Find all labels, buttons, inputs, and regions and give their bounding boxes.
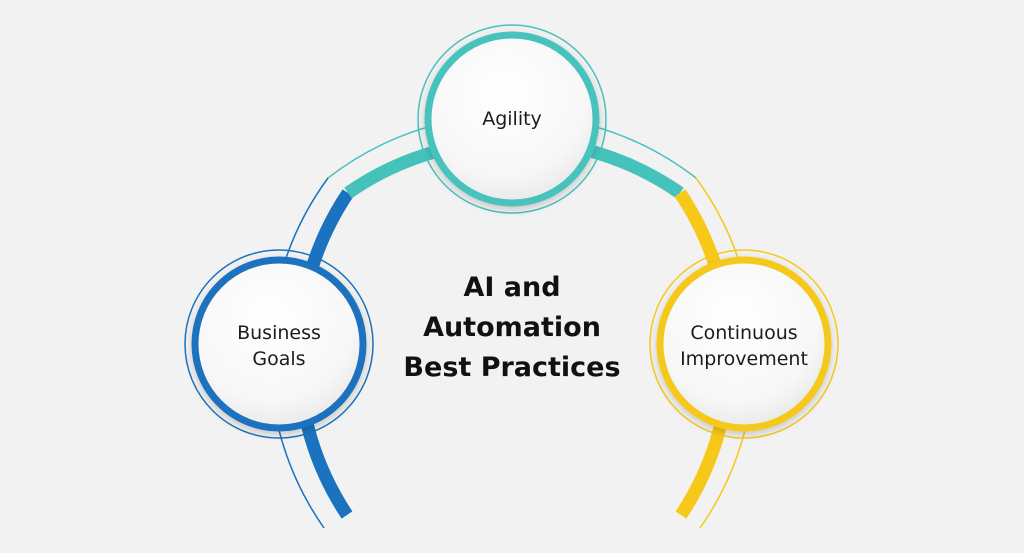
node-continuous-improvement-label-line-1: Continuous <box>690 322 797 344</box>
node-agility-halo <box>417 24 607 214</box>
node-continuous-improvement-circle <box>656 256 832 432</box>
node-business-goals-label-line-1: Business <box>237 322 321 344</box>
center-title-line-3: Best Practices <box>403 352 620 383</box>
node-business-goals-halo <box>184 249 374 439</box>
center-title-line-2: Automation <box>423 312 601 343</box>
node-continuous-improvement-label-line-2: Improvement <box>680 348 808 370</box>
node-business-goals: Business Goals <box>184 249 374 439</box>
node-agility-circle <box>424 31 600 207</box>
node-business-goals-circle <box>191 256 367 432</box>
center-title-line-1: AI and <box>463 272 560 303</box>
node-agility-label: Agility <box>482 108 542 130</box>
node-business-goals-label-line-2: Goals <box>252 348 305 370</box>
node-agility: Agility <box>417 24 607 214</box>
node-continuous-improvement-halo <box>649 249 839 439</box>
center-title: AI and Automation Best Practices <box>403 272 620 383</box>
node-continuous-improvement: Continuous Improvement <box>649 249 839 439</box>
